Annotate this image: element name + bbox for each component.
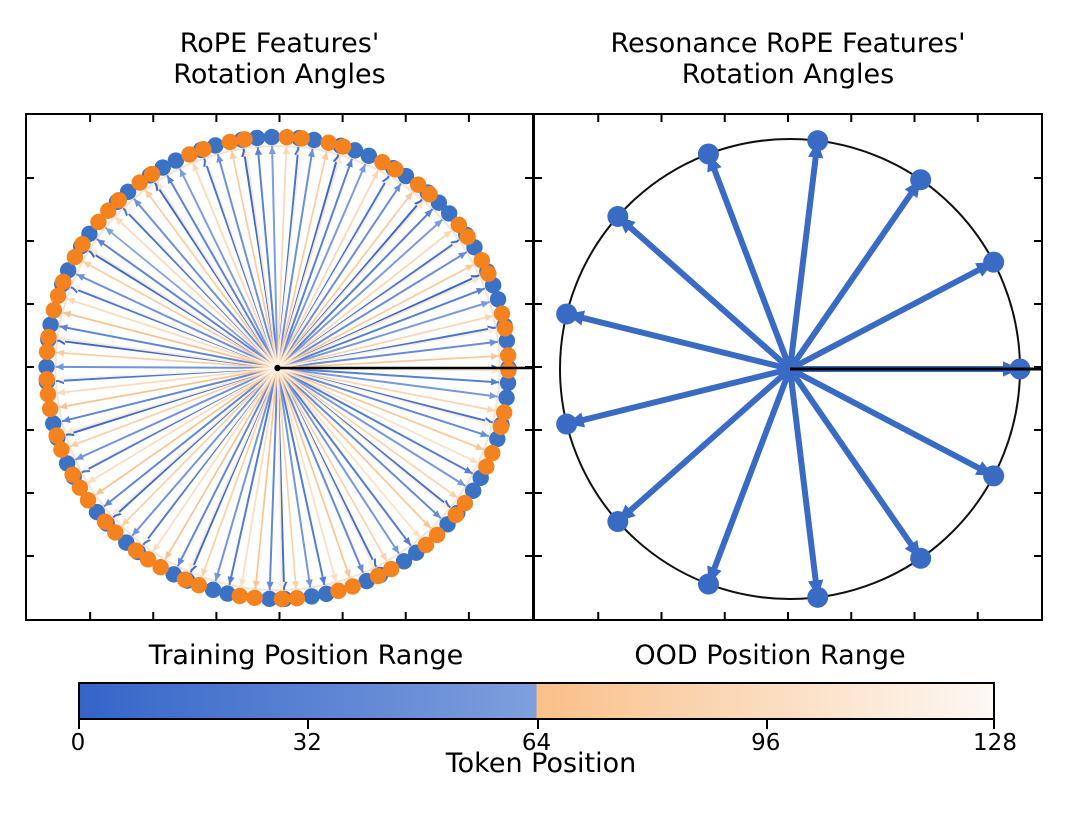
training-range-label: Training Position Range xyxy=(148,640,464,671)
rope-rotation-canvas xyxy=(27,115,532,619)
colorbar-tick xyxy=(307,720,310,729)
colorbar-tick xyxy=(78,720,80,729)
resonance-rope-rotation-plot xyxy=(533,113,1043,621)
colorbar-tick xyxy=(536,720,539,729)
token-position-colorbar: 0 32 64 96 128 xyxy=(71,682,1017,756)
colorbar-tick-label: 128 xyxy=(973,730,1017,756)
panel-right-title: Resonance RoPE Features' Rotation Angles xyxy=(610,28,966,90)
resonance-rope-rotation-canvas xyxy=(535,115,1041,619)
colorbar-tick-label: 64 xyxy=(521,730,552,756)
colorbar-gradient xyxy=(78,682,995,720)
colorbar-tick-label: 32 xyxy=(292,730,322,756)
panel-left-title: RoPE Features' Rotation Angles xyxy=(173,28,386,90)
colorbar-tick xyxy=(993,720,995,729)
colorbar-tick-label: 0 xyxy=(70,730,86,756)
colorbar-tick xyxy=(765,720,768,729)
rope-rotation-plot xyxy=(25,113,534,621)
ood-range-label: OOD Position Range xyxy=(634,640,906,671)
colorbar-tick-label: 96 xyxy=(751,730,781,756)
colorbar-axis-label: Token Position xyxy=(445,748,637,779)
